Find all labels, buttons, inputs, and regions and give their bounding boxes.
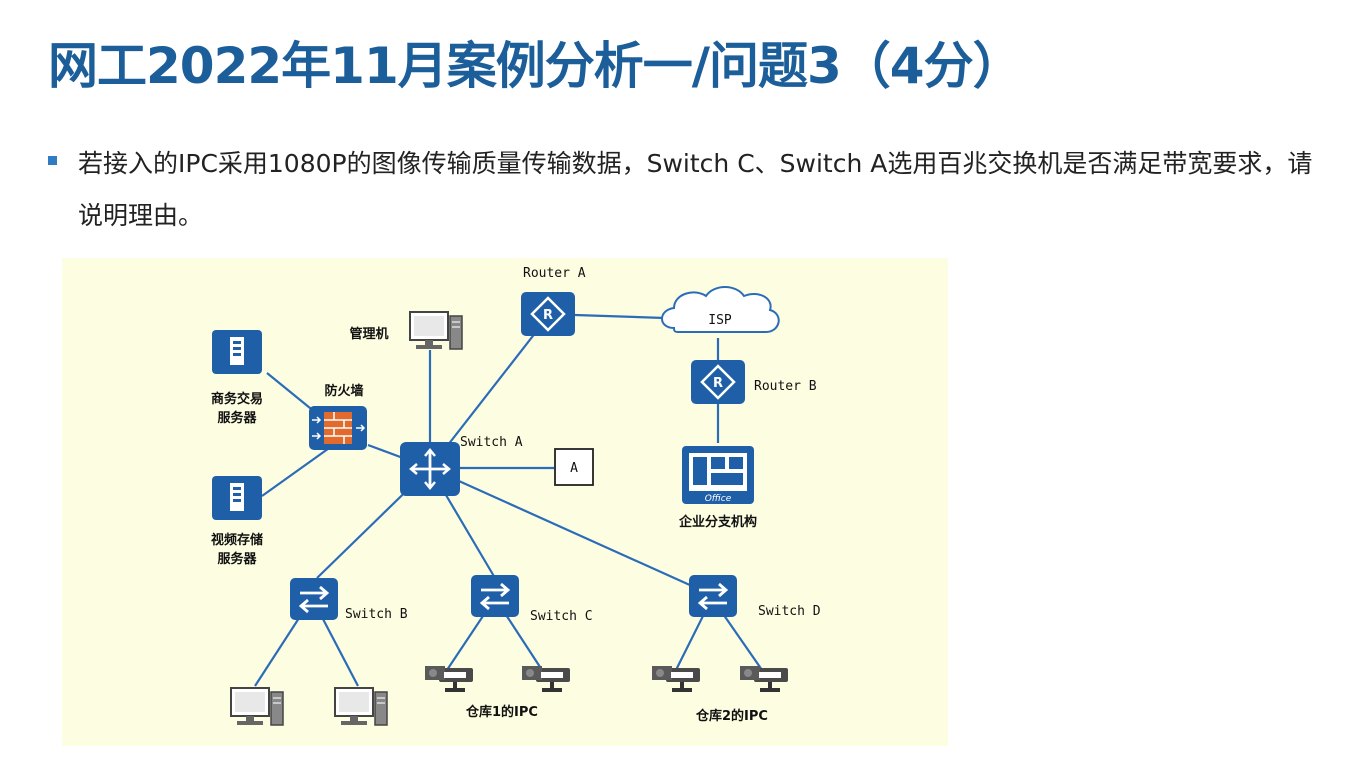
isp-cloud-icon bbox=[661, 286, 780, 333]
firewall-label: 防火墙 bbox=[324, 383, 363, 399]
camera-icon bbox=[740, 666, 788, 692]
switch-a-label: Switch A bbox=[460, 435, 523, 450]
office-icon bbox=[682, 446, 754, 504]
question-text: 若接入的IPC采用1080P的图像传输质量传输数据，Switch C、Switc… bbox=[78, 149, 1313, 230]
switch-b-label: Switch B bbox=[345, 607, 408, 622]
topology-svg: R bbox=[211, 266, 821, 726]
network-topology-diagram: R bbox=[62, 258, 948, 746]
warehouse2-label: 仓库2的IPC bbox=[695, 708, 768, 724]
switch-a-icon bbox=[400, 442, 460, 496]
switch-c-icon bbox=[469, 573, 521, 619]
unknown-device-a bbox=[554, 448, 594, 486]
management-pc-label: 管理机 bbox=[349, 326, 388, 342]
business-server-label-1: 商务交易 bbox=[211, 391, 263, 407]
business-server-label-2: 服务器 bbox=[217, 410, 257, 426]
switch-d-label: Switch D bbox=[758, 604, 821, 619]
isp-label: ISP bbox=[708, 313, 732, 328]
business-server-icon bbox=[212, 330, 262, 374]
camera-icon bbox=[425, 666, 473, 692]
question-bullet: 若接入的IPC采用1080P的图像传输质量传输数据，Switch C、Switc… bbox=[48, 138, 1318, 242]
camera-icon bbox=[652, 666, 700, 692]
unknown-device-a-label: A bbox=[570, 461, 578, 476]
router-a-icon bbox=[519, 290, 577, 338]
router-b-label: Router B bbox=[754, 379, 817, 394]
management-pc-icon bbox=[409, 311, 463, 350]
warehouse1-label: 仓库1的IPC bbox=[465, 704, 538, 720]
page-title: 网工2022年11月案例分析一/问题3（4分） bbox=[48, 37, 1023, 95]
video-server-label-2: 服务器 bbox=[217, 551, 257, 567]
firewall-icon bbox=[309, 406, 367, 450]
bullet-square-icon bbox=[48, 156, 57, 165]
switch-c-label: Switch C bbox=[530, 609, 593, 624]
switch-b-icon bbox=[288, 576, 340, 622]
branch-label: 企业分支机构 bbox=[678, 514, 757, 530]
office-text: Office bbox=[705, 494, 732, 504]
pc-icon bbox=[334, 687, 388, 726]
pc-icon bbox=[230, 687, 284, 726]
router-a-label: Router A bbox=[523, 266, 586, 281]
video-server-icon bbox=[212, 476, 262, 520]
router-b-icon bbox=[689, 358, 747, 406]
video-server-label-1: 视频存储 bbox=[211, 532, 263, 548]
camera-icon bbox=[522, 666, 570, 692]
switch-d-icon bbox=[687, 573, 739, 619]
